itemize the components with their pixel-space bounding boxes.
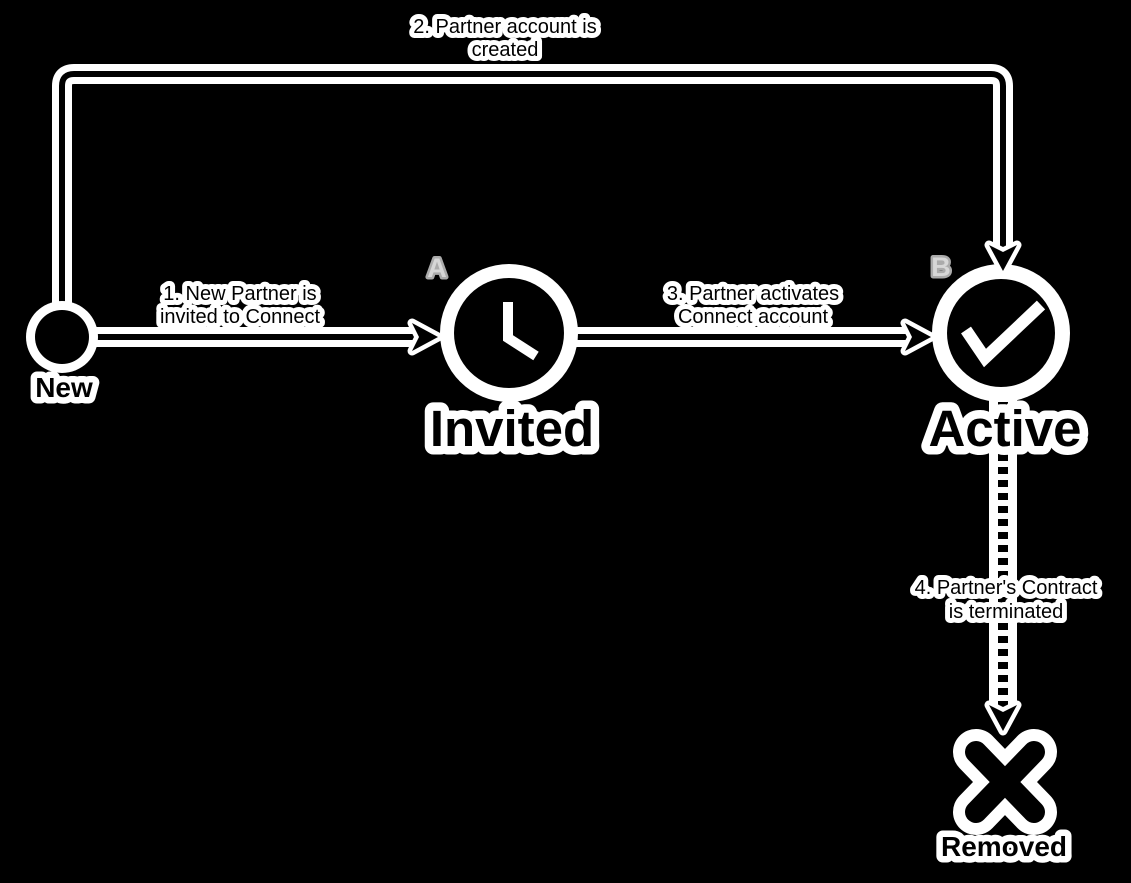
edge-activate-label-line-1: 3. Partner activates [667, 283, 839, 305]
clock-icon [503, 302, 539, 361]
node-invited [440, 264, 578, 402]
node-labels: A B New Invited Active Removed [29, 250, 1090, 869]
port-label-a: A [427, 253, 447, 283]
node-removed [953, 729, 1057, 835]
check-icon [961, 300, 1046, 368]
edge-activate-label-line-2: Connect account [678, 306, 829, 328]
node-label-removed: Removed [941, 831, 1067, 862]
edge-create-arrowhead-icon [984, 240, 1022, 276]
dot-icon [35, 310, 89, 364]
node-label-invited: Invited [430, 400, 594, 457]
edge-create-line [59, 71, 1006, 310]
edge-invite-label-line-2: invited to Connect [160, 306, 321, 328]
node-label-active: Active [928, 400, 1081, 457]
edge-terminate-label-line-2: is terminated [949, 601, 1064, 623]
edge-activate-arrowhead-icon [900, 318, 936, 356]
node-active [932, 264, 1070, 402]
edge-terminate-label-line-1: 4. Partner's Contract [915, 577, 1098, 599]
edges [52, 64, 1017, 710]
node-label-new: New [35, 372, 93, 403]
node-new [26, 301, 98, 373]
edge-create-label-line-2: created [472, 39, 539, 61]
x-icon [965, 741, 1045, 823]
edge-terminate-arrowhead-icon [984, 700, 1022, 736]
port-label-b: B [931, 252, 951, 282]
edge-invite-label-line-1: 1. New Partner is [163, 283, 316, 305]
arrowheads [407, 240, 1022, 736]
edge-create-label-line-1: 2. Partner account is [413, 16, 596, 38]
edge-labels: 1. New Partner is invited to Connect 2. … [155, 11, 1103, 628]
active-node-circle [947, 279, 1055, 387]
edge-invite-arrowhead-icon [407, 318, 443, 356]
nodes [26, 264, 1070, 835]
